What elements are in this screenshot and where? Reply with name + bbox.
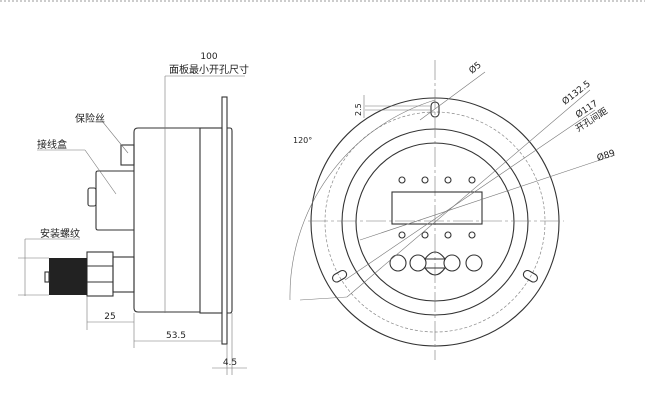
front-view: 120° Ø5 2.5 Ø132.5 Ø117 开孔间距 Ø89 (289, 60, 617, 360)
button-up (423, 251, 447, 260)
thread-tip (44, 271, 50, 283)
dim-d89: Ø89 (596, 148, 617, 164)
mount-slot-right (522, 269, 539, 283)
button-down (423, 267, 447, 276)
dim-120-deg: 120° (293, 136, 312, 145)
junction-box-tab (87, 187, 97, 207)
mount-slot-left (331, 269, 348, 283)
side-view: 100 面板最小开孔尺寸 保险丝 接线盒 安装螺纹 25 53.5 4.5 (18, 52, 249, 375)
gauge-body (133, 127, 200, 313)
mount-slot-top (430, 101, 440, 118)
button-3 (443, 254, 461, 272)
button-2 (409, 254, 427, 272)
label-panel-cutout: 面板最小开孔尺寸 (169, 63, 249, 76)
junction-box (95, 170, 134, 231)
front-bezel (199, 127, 223, 314)
flange-plate (221, 96, 228, 345)
button-1 (389, 254, 407, 272)
button-4 (465, 254, 483, 272)
dim-4-5: 4.5 (223, 358, 237, 368)
indicator-leds (398, 176, 476, 239)
dim-53-5: 53.5 (166, 331, 186, 341)
dim-25: 25 (104, 312, 115, 322)
label-mount-thread: 安装螺纹 (40, 227, 80, 240)
label-junction-box: 接线盒 (37, 138, 67, 151)
label-fuse: 保险丝 (75, 112, 105, 125)
thread (49, 258, 87, 295)
flange-lip (227, 127, 233, 314)
hex-fitting (86, 251, 114, 297)
fuse-holder (120, 144, 135, 166)
dim-100: 100 (200, 52, 217, 62)
stem (112, 256, 135, 293)
dim-2-5: 2.5 (354, 103, 363, 116)
display-window (391, 191, 483, 225)
dim-d5: Ø5 (467, 60, 484, 77)
angle-arc (289, 99, 436, 301)
